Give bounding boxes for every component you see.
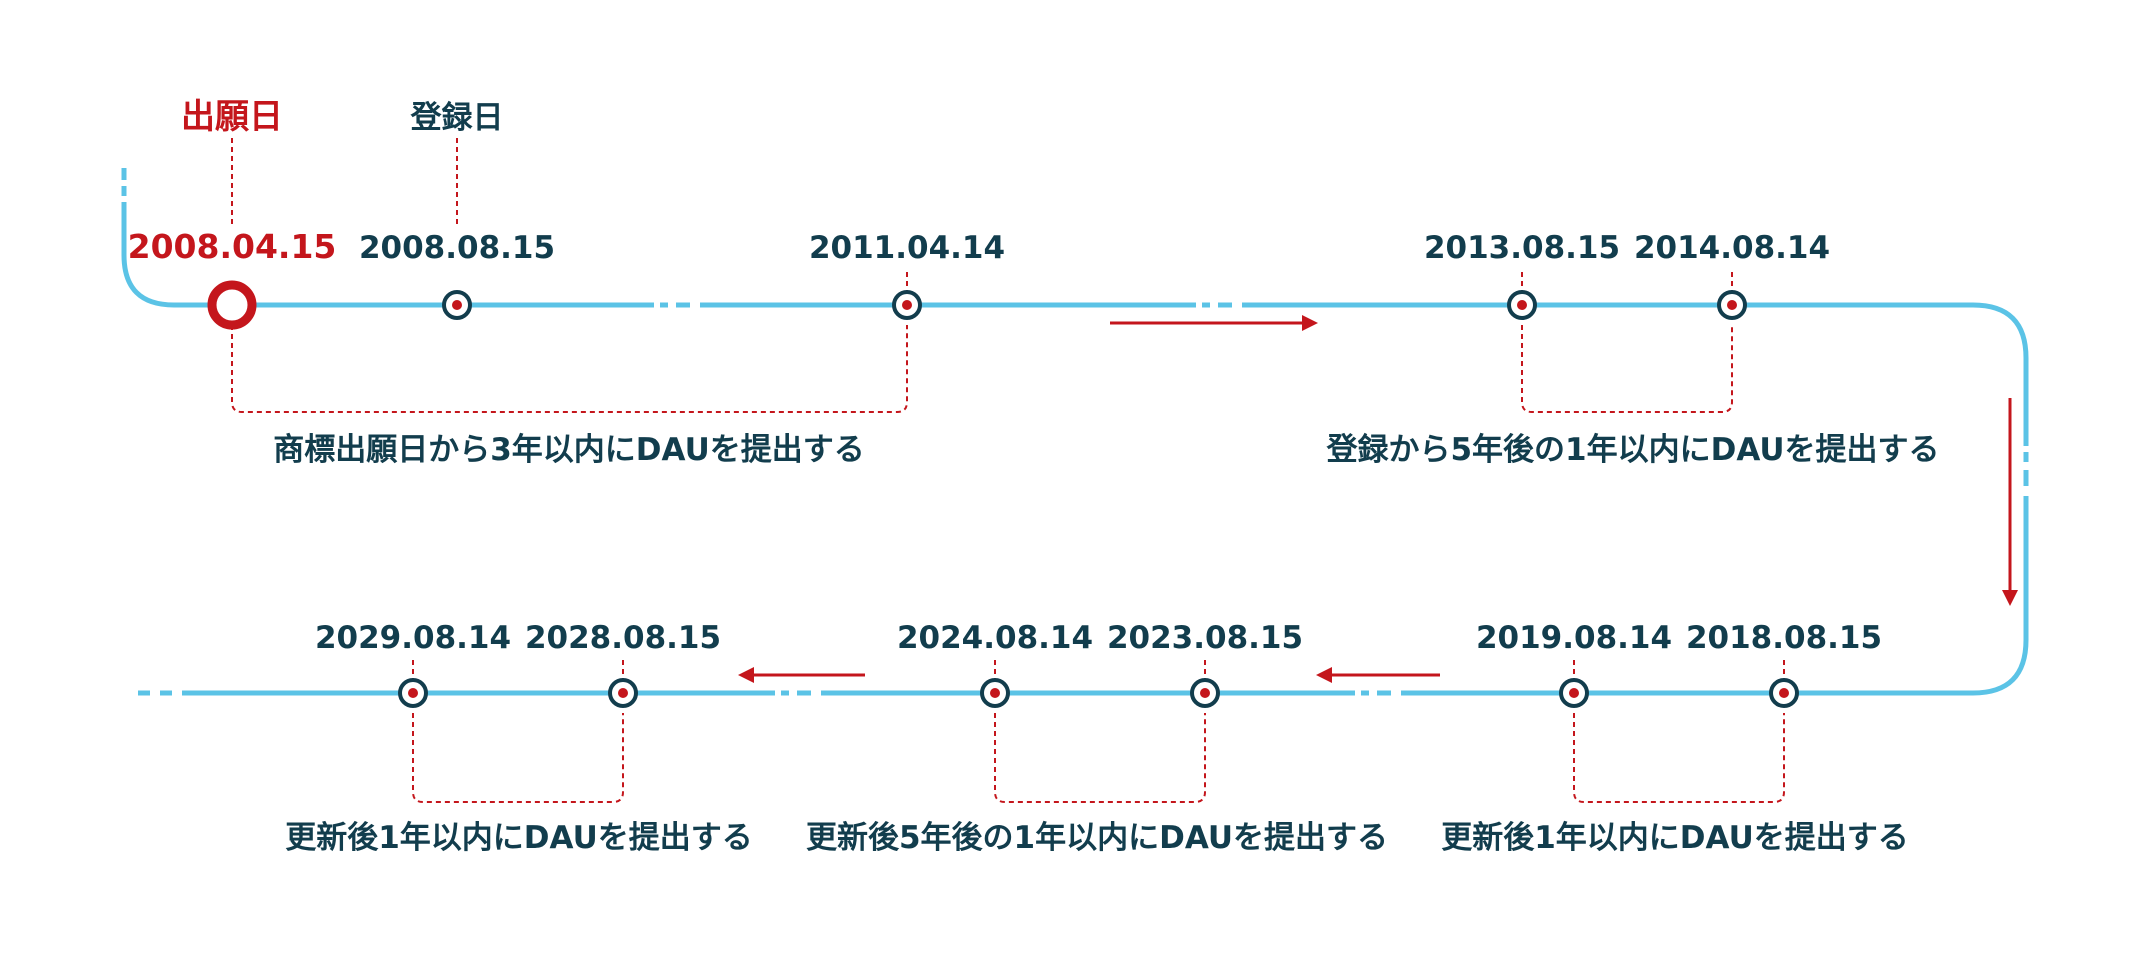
caption-filing-3yr: 商標出願日から3年以内にDAUを提出する — [273, 432, 865, 468]
caption-registration-5yr: 登録から5年後の1年以内にDAUを提出する — [1325, 432, 1939, 468]
caption-renewal-5yr: 更新後5年後の1年以内にDAUを提出する — [806, 820, 1388, 856]
arrow-left-2 — [738, 667, 865, 683]
date-2028: 2028.08.15 — [525, 620, 721, 656]
bracket-2008-2011 — [231, 325, 908, 413]
node-2029 — [398, 678, 428, 708]
node-2011 — [892, 290, 922, 320]
node-2023 — [1190, 678, 1220, 708]
bracket-2024-2023 — [994, 713, 1206, 803]
node-2018 — [1769, 678, 1799, 708]
arrow-right — [1110, 315, 1318, 331]
date-2014: 2014.08.14 — [1634, 230, 1830, 266]
date-registration: 2008.08.15 — [359, 230, 555, 266]
date-2029: 2029.08.14 — [315, 620, 511, 656]
date-2024: 2024.08.14 — [897, 620, 1093, 656]
caption-renewal-1yr-left: 更新後1年以内にDAUを提出する — [285, 820, 753, 856]
caption-renewal-1yr-right: 更新後1年以内にDAUを提出する — [1441, 820, 1909, 856]
bracket-2019-2018 — [1573, 713, 1785, 803]
node-2014 — [1717, 290, 1747, 320]
node-filing — [207, 280, 257, 330]
filing-day-label: 出願日 — [181, 97, 283, 137]
date-2013: 2013.08.15 — [1424, 230, 1620, 266]
node-2019 — [1559, 678, 1589, 708]
arrow-down — [2002, 398, 2018, 606]
node-2024 — [980, 678, 1010, 708]
timeline-line — [121, 168, 2029, 696]
bracket-2029-2028 — [412, 713, 624, 803]
node-2028 — [608, 678, 638, 708]
registration-day-label: 登録日 — [410, 100, 504, 136]
date-filing: 2008.04.15 — [128, 227, 337, 266]
date-2018: 2018.08.15 — [1686, 620, 1882, 656]
node-2013 — [1507, 290, 1537, 320]
arrow-left-1 — [1316, 667, 1440, 683]
bracket-2013-2014 — [1521, 325, 1733, 413]
date-2023: 2023.08.15 — [1107, 620, 1303, 656]
date-2011: 2011.04.14 — [809, 230, 1005, 266]
date-2019: 2019.08.14 — [1476, 620, 1672, 656]
node-registration — [442, 290, 472, 320]
